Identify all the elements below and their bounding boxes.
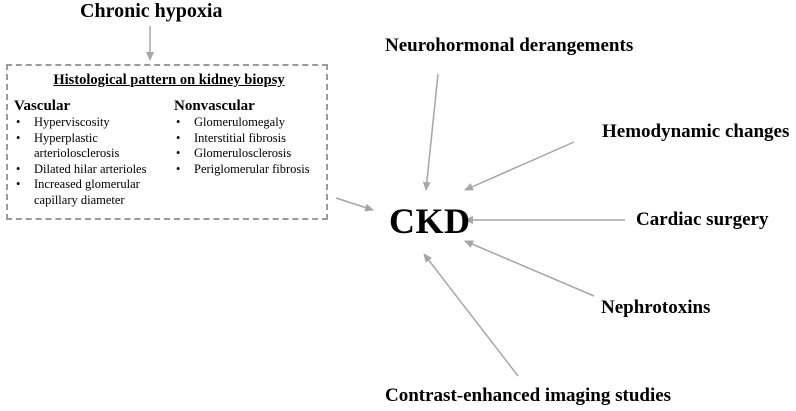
vascular-heading: Vascular <box>14 98 71 114</box>
nonvascular-heading: Nonvascular <box>174 98 255 114</box>
cause-nephrotoxins: Nephrotoxins <box>601 297 711 318</box>
vascular-item: Hyperplastic arteriolosclerosis <box>14 131 164 162</box>
nonvascular-item: Glomerulosclerosis <box>174 146 329 162</box>
ckd-node: CKD <box>389 201 471 241</box>
biopsy-box: Histological pattern on kidney biopsy Va… <box>6 64 328 220</box>
cause-contrast-imaging: Contrast-enhanced imaging studies <box>385 385 672 406</box>
arrow-neurohormonal-to-ckd <box>422 73 439 191</box>
cause-chronic-hypoxia: Chronic hypoxia <box>80 0 223 22</box>
vascular-item: Dilated hilar arterioles <box>14 162 184 178</box>
cause-hemodynamic: Hemodynamic changes <box>602 121 790 142</box>
arrow-contrast-to-ckd <box>423 253 519 377</box>
arrow-biopsy-to-ckd <box>335 197 374 212</box>
nonvascular-item: Interstitial fibrosis <box>174 131 329 147</box>
vascular-item: Hyperviscosity <box>14 115 164 131</box>
arrow-hemodynamic-to-ckd <box>464 141 575 191</box>
cause-neurohormonal: Neurohormonal derangements <box>385 35 634 56</box>
cause-cardiac-surgery: Cardiac surgery <box>636 209 769 230</box>
vascular-column: Vascular Hyperviscosity Hyperplastic art… <box>14 98 174 208</box>
vascular-list: Hyperviscosity Hyperplastic arterioloscl… <box>14 115 174 208</box>
nonvascular-item: Glomerulomegaly <box>174 115 329 131</box>
nonvascular-column: Nonvascular Glomerulomegaly Interstitial… <box>174 98 329 177</box>
nonvascular-item: Periglomerular fibrosis <box>174 162 329 178</box>
vascular-item: Increased glomerular capillary diameter <box>14 177 166 208</box>
nonvascular-list: Glomerulomegaly Interstitial fibrosis Gl… <box>174 115 329 177</box>
biopsy-title: Histological pattern on kidney biopsy <box>53 72 285 88</box>
arrow-nephrotoxins-to-ckd <box>464 240 595 297</box>
